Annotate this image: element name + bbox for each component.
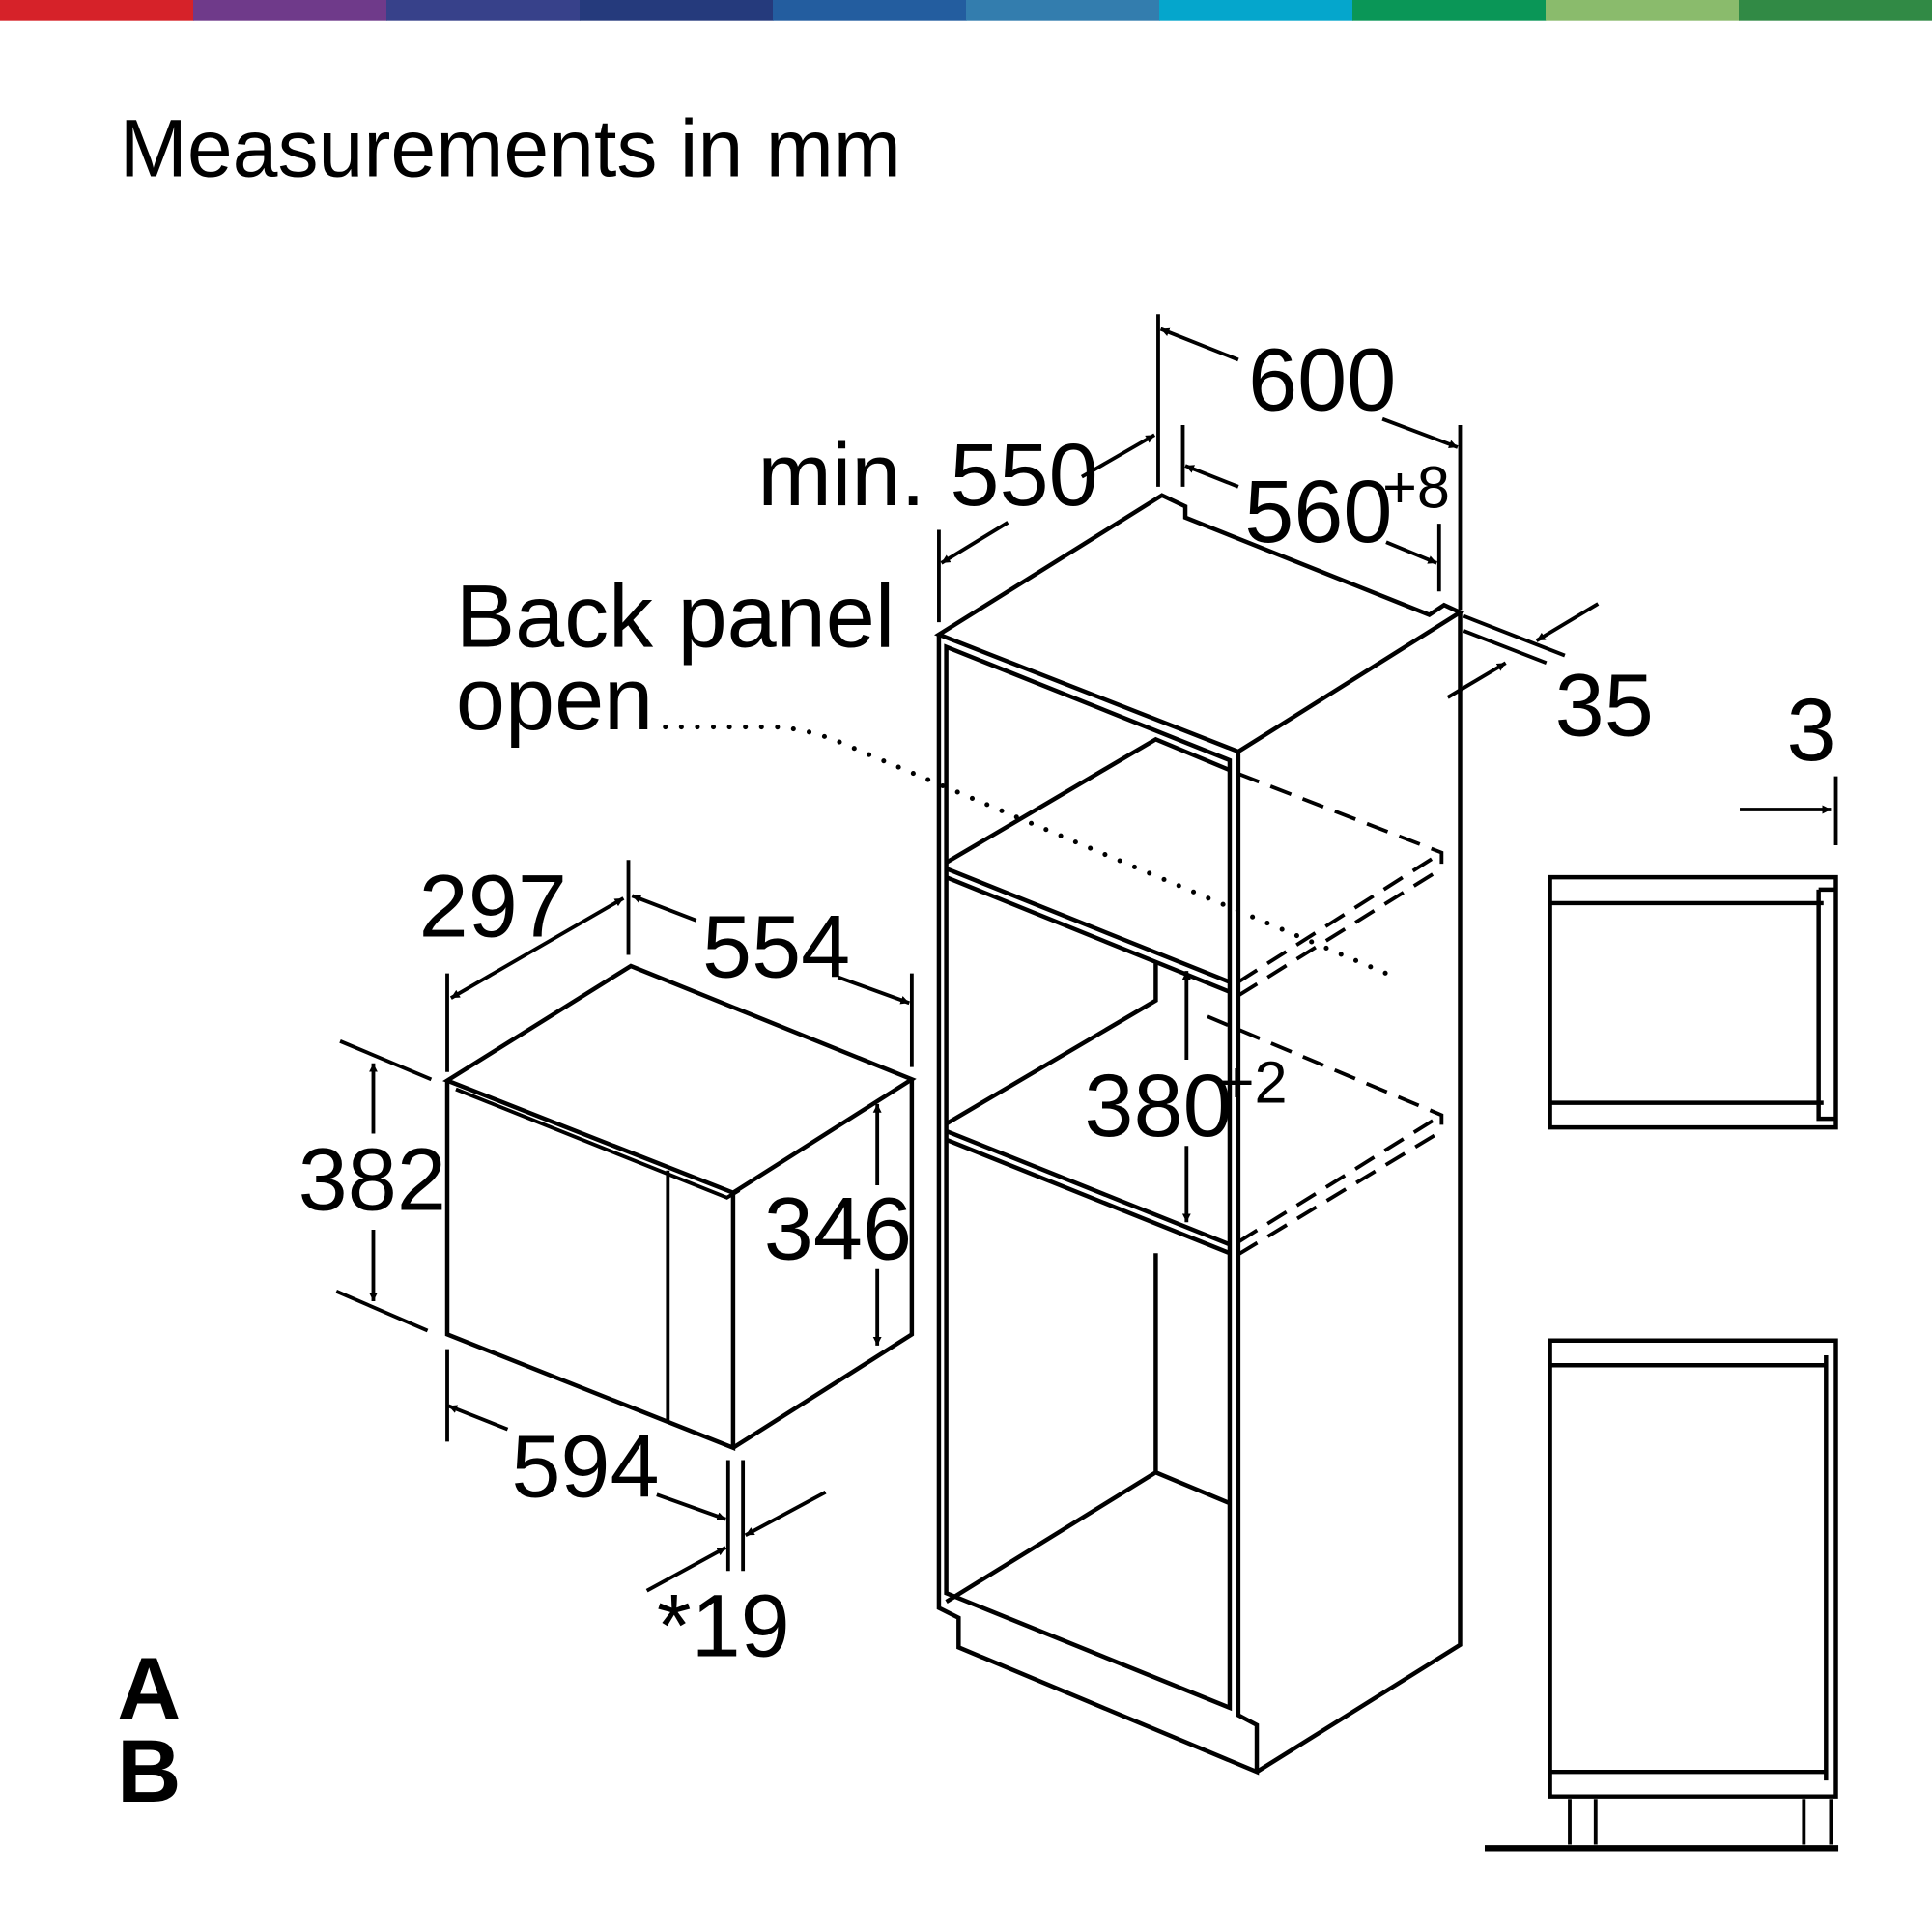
back-panel-pointer-line [663,724,1389,977]
dim-550-label: min. 550 [757,426,1097,525]
dim-19-arrow-left [645,1546,727,1593]
cabinet-top [933,493,1465,754]
extension-lines-594 [445,1349,746,1572]
dim-594-arrow-left [447,1404,509,1432]
dim-346-label: 346 [764,1180,912,1279]
dim-19-label: *19 [657,1577,790,1675]
dim-19-arrow-right [744,1490,827,1537]
color-bar-segment [0,0,194,21]
dim-554-label: 554 [702,897,850,996]
appliance-top-face [442,963,917,1196]
extension-lines [445,860,914,1072]
color-bar-segment [773,0,967,21]
dim-550-arrow-right [1080,433,1156,479]
color-bar-segment [386,0,581,21]
back-panel-label-line2: open [456,650,653,749]
side-view-drawing: 3 [1484,681,1839,1852]
dim-35-arrow-top [1535,602,1600,642]
cabinet-dimensions: 600 560 +8 min. 550 35 Back panel open 3… [456,314,1654,1223]
dim-380-tolerance: +2 [1220,1050,1288,1116]
dim-600-arrow-left [1159,327,1239,362]
side-view-partial-label: 3 [1786,681,1835,780]
extension-lines-35 [1463,613,1566,666]
appliance-drawing [442,963,917,1452]
cabinet-opening [944,643,1233,1712]
dim-600-label: 600 [1248,331,1396,430]
cabinet-front-left [936,634,1260,1776]
cabinet-side [1255,611,1463,1775]
dim-600-arrow-right [1381,416,1459,449]
extension-lines-top [937,314,1463,623]
lower-compartment [945,1253,1231,1605]
color-bar-segment [1546,0,1740,21]
side-view-lower-unit [1548,1338,1838,1799]
dim-297-label: 297 [419,857,567,955]
color-bar-segment [1352,0,1547,21]
dim-560-tolerance: +8 [1382,455,1450,521]
cabinet-drawing [663,493,1465,1776]
color-bar-segment [1159,0,1353,21]
appliance-door-edge [455,1087,741,1200]
page-title: Measurements in mm [120,102,901,193]
back-panel-label-line1: Back panel [456,568,895,667]
dim-594-label: 594 [511,1418,659,1517]
appliance-dimensions: 297 554 382 346 594 *19 [298,857,914,1675]
dim-594-arrow-right [656,1492,726,1521]
legend-b: B [117,1722,181,1821]
upper-shelf [945,736,1231,994]
extension-lines-382 [335,1039,433,1333]
side-view-feet [1568,1799,1833,1845]
dim-560-arrow-right [1385,540,1437,565]
appliance-side-face [731,1079,915,1450]
dim-560-arrow-left [1184,464,1239,489]
dim-297-arrow [449,896,625,1000]
dim-382-label: 382 [298,1131,446,1230]
brand-color-bar [0,0,1932,21]
dim-35-label: 35 [1555,656,1654,754]
dim-380-label: 380 [1084,1057,1232,1155]
back-panel-upper-dashed [1236,772,1444,998]
side-view-upper-unit [1548,874,1838,1130]
color-bar-segment [966,0,1160,21]
dim-550-arrow-left [940,521,1009,565]
color-bar-segment [193,0,387,21]
back-panel-lower-dashed [1207,1014,1444,1257]
color-bar-segment [1738,0,1932,21]
legend-a: A [117,1639,181,1738]
appliance-front-face [444,1080,736,1452]
dim-560-label: 560 [1244,463,1392,561]
dim-554-arrow-right [837,975,910,1006]
color-bar-segment [580,0,774,21]
dim-554-arrow-left [631,894,697,923]
dim-35-arrow-bottom [1446,661,1507,699]
niche-floor [945,963,1231,1256]
